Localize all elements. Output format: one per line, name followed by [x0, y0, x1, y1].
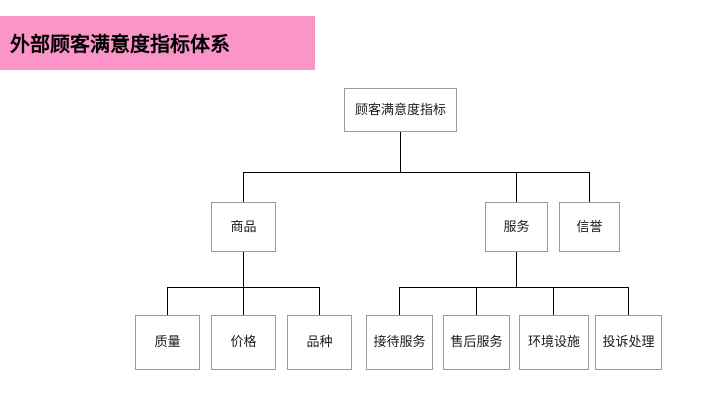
node-reputation[interactable]: 信誉	[559, 202, 620, 252]
title-banner: 外部顾客满意度指标体系	[0, 16, 315, 70]
page-title: 外部顾客满意度指标体系	[10, 32, 230, 56]
node-aftersales[interactable]: 售后服务	[443, 315, 510, 370]
node-service[interactable]: 服务	[485, 202, 548, 252]
node-environment[interactable]: 环境设施	[519, 315, 589, 370]
node-variety[interactable]: 品种	[287, 315, 352, 370]
node-root[interactable]: 顾客满意度指标	[344, 88, 457, 132]
node-goods[interactable]: 商品	[211, 202, 276, 252]
node-reception[interactable]: 接待服务	[366, 315, 433, 370]
node-price[interactable]: 价格	[211, 315, 276, 370]
node-complaint[interactable]: 投诉处理	[595, 315, 662, 370]
node-quality[interactable]: 质量	[135, 315, 200, 370]
